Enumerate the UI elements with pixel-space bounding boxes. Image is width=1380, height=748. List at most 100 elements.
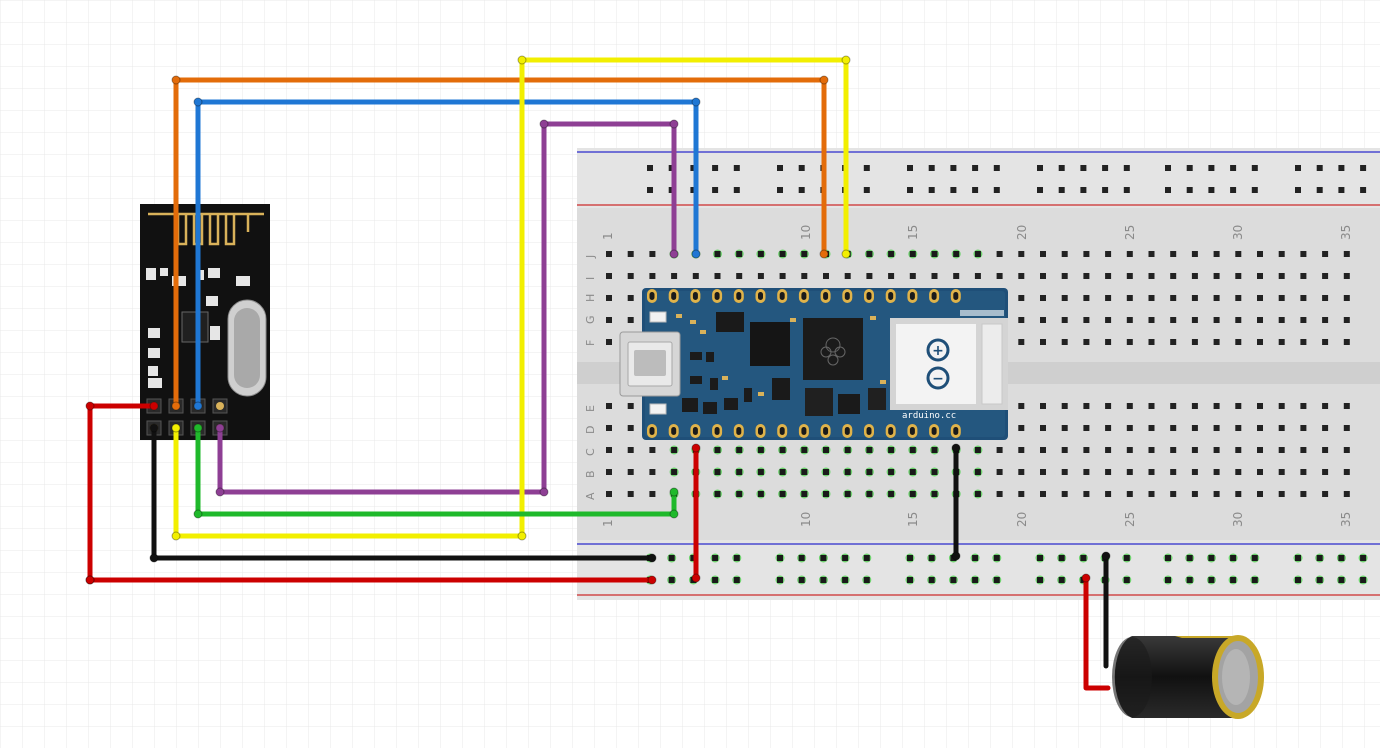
hole [1322, 251, 1329, 257]
rail-hole [993, 555, 1000, 561]
hole [1191, 295, 1198, 301]
rail-hole [950, 577, 957, 583]
hole [1213, 447, 1220, 453]
hole [888, 469, 895, 475]
rail-hole [1037, 577, 1043, 583]
rail-hole [1230, 577, 1237, 583]
hole [757, 447, 764, 453]
col-label: 20 [1015, 225, 1029, 240]
hole [606, 251, 612, 257]
rail-hole [798, 165, 805, 171]
hole [866, 251, 873, 257]
hole [1170, 251, 1177, 257]
hole [1278, 273, 1285, 279]
rail-hole [1186, 187, 1193, 193]
hole [1105, 251, 1112, 257]
hole [627, 403, 634, 409]
hole [931, 469, 938, 475]
hole [1040, 317, 1046, 323]
hole [1061, 425, 1068, 431]
rail-hole [798, 555, 805, 561]
hole [1061, 469, 1068, 475]
hole [627, 425, 634, 431]
hole [1278, 251, 1285, 257]
hole [1083, 295, 1090, 301]
hole [844, 469, 851, 475]
pin-hole [844, 427, 850, 435]
hole [714, 447, 721, 453]
hole [779, 251, 786, 257]
hole [1126, 317, 1133, 323]
row-label: A [584, 492, 597, 500]
hole [1126, 295, 1133, 301]
hole [823, 469, 829, 475]
hole [1257, 403, 1263, 409]
hole [1083, 425, 1090, 431]
rail-hole [1360, 555, 1367, 561]
pin-hole [823, 427, 829, 435]
hole [627, 295, 634, 301]
wire-endpoint [647, 575, 657, 585]
pin-hole [909, 292, 915, 300]
col-label: 35 [1339, 225, 1353, 240]
wire-purple [217, 121, 677, 495]
rail-hole [1037, 165, 1043, 171]
rail-hole [1058, 577, 1065, 583]
rail-hole [1295, 555, 1301, 561]
rail-hole [1165, 555, 1171, 561]
rail-hole [907, 165, 913, 171]
hole [844, 273, 851, 279]
flash-chip [750, 322, 790, 366]
wire-endpoint [819, 249, 829, 259]
hole [779, 447, 786, 453]
hole [996, 491, 1003, 497]
rail-hole [733, 187, 740, 193]
hole [1170, 403, 1177, 409]
hole [1018, 339, 1025, 345]
hole [1148, 425, 1155, 431]
hole [1191, 317, 1198, 323]
hole [1343, 295, 1350, 301]
hole [757, 469, 764, 475]
wire-endpoint [171, 401, 181, 411]
hole [974, 273, 981, 279]
hole [627, 491, 634, 497]
hole [1322, 447, 1329, 453]
hole [1061, 403, 1068, 409]
hole [779, 273, 786, 279]
rail-hole [1102, 165, 1109, 171]
hole [606, 469, 612, 475]
rail-hole [647, 165, 653, 171]
hole [801, 447, 808, 453]
hole [1018, 491, 1025, 497]
rail-hole [1037, 555, 1043, 561]
hole [1300, 251, 1307, 257]
rail-hole [712, 165, 719, 171]
hole [974, 447, 981, 453]
hole [1170, 339, 1177, 345]
rail-hole [993, 577, 1000, 583]
wire-endpoint [841, 249, 851, 259]
hole [1126, 403, 1133, 409]
wire-endpoint [149, 423, 159, 433]
rail-hole [1208, 555, 1215, 561]
rail-hole [842, 555, 849, 561]
hole [1257, 447, 1263, 453]
hole [1257, 273, 1263, 279]
rail-hole [1338, 165, 1345, 171]
rail-hole [928, 165, 935, 171]
hole [1300, 425, 1307, 431]
header-pins-top [647, 289, 961, 303]
arduino-nano-board: + − arduino.cc [619, 288, 1008, 440]
hole [1235, 425, 1242, 431]
rail-hole [1208, 187, 1215, 193]
row-label: E [584, 405, 597, 412]
wire-endpoint [193, 401, 203, 411]
rail-hole [690, 165, 697, 171]
wire-endpoint [539, 487, 549, 497]
hole [909, 251, 916, 257]
hole [736, 447, 743, 453]
module-pin-pad [216, 402, 224, 410]
rail-hole [1165, 577, 1171, 583]
